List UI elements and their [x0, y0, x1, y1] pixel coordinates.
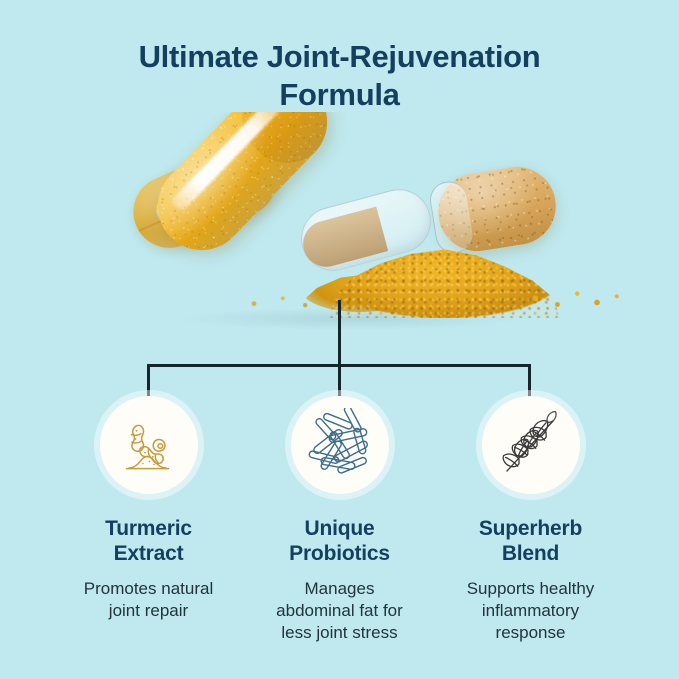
- powder-scatter-right: [520, 280, 630, 314]
- feature-title: Unique Probiotics: [289, 516, 390, 566]
- feature-desc-line-1: Manages: [304, 579, 375, 598]
- feature-desc-line-1: Supports healthy: [466, 579, 595, 598]
- feature-title-line-2: Extract: [113, 542, 184, 565]
- feature-title-line-1: Superherb: [478, 517, 583, 540]
- feature-title-line-2: Blend: [501, 542, 560, 565]
- feature-description: Promotes natural joint repair: [84, 578, 213, 622]
- powder-scatter-left: [238, 288, 318, 314]
- page-title: Ultimate Joint-Rejuvenation Formula: [0, 38, 679, 114]
- hero-product-image: [0, 112, 679, 347]
- feature-turmeric-extract: Turmeric Extract Promotes natural joint …: [53, 396, 244, 644]
- bracket-connector: [0, 300, 679, 410]
- connector-drop-right: [528, 364, 531, 400]
- feature-list: Turmeric Extract Promotes natural joint …: [0, 396, 679, 644]
- herb-leaf-branch-icon: [495, 409, 567, 481]
- title-line-1: Ultimate Joint-Rejuvenation: [138, 39, 541, 74]
- feature-title-line-1: Turmeric: [105, 517, 192, 540]
- turmeric-root-icon: [115, 411, 183, 479]
- feature-title-line-2: Probiotics: [289, 542, 390, 565]
- feature-icon-badge: [290, 396, 389, 494]
- feature-desc-line-3: response: [495, 623, 566, 642]
- feature-title-line-1: Unique: [304, 517, 375, 540]
- feature-unique-probiotics: Unique Probiotics Manages abdominal fat …: [244, 396, 435, 644]
- feature-title: Turmeric Extract: [105, 516, 192, 566]
- feature-description: Supports healthy inflammatory response: [467, 578, 595, 644]
- connector-drop-middle: [338, 364, 341, 400]
- open-capsule: [427, 161, 562, 257]
- connector-stem: [338, 300, 341, 365]
- hero-stage: [0, 112, 679, 347]
- feature-icon-badge: [99, 396, 198, 494]
- feature-desc-line-1: Promotes natural: [83, 579, 214, 598]
- feature-desc-line-2: joint repair: [108, 601, 189, 620]
- feature-description: Manages abdominal fat for less joint str…: [276, 578, 403, 644]
- feature-icon-badge: [481, 396, 580, 494]
- feature-desc-line-2: inflammatory: [481, 601, 580, 620]
- feature-desc-line-3: less joint stress: [281, 623, 398, 642]
- feature-superherb-blend: Superherb Blend Supports healthy inflamm…: [435, 396, 626, 644]
- title-line-2: Formula: [279, 77, 400, 112]
- capsule-shell-fill: [298, 206, 388, 272]
- connector-drop-left: [147, 364, 150, 400]
- probiotic-bacteria-icon: [303, 408, 377, 482]
- feature-title: Superherb Blend: [479, 516, 582, 566]
- feature-desc-line-2: abdominal fat for: [276, 601, 403, 620]
